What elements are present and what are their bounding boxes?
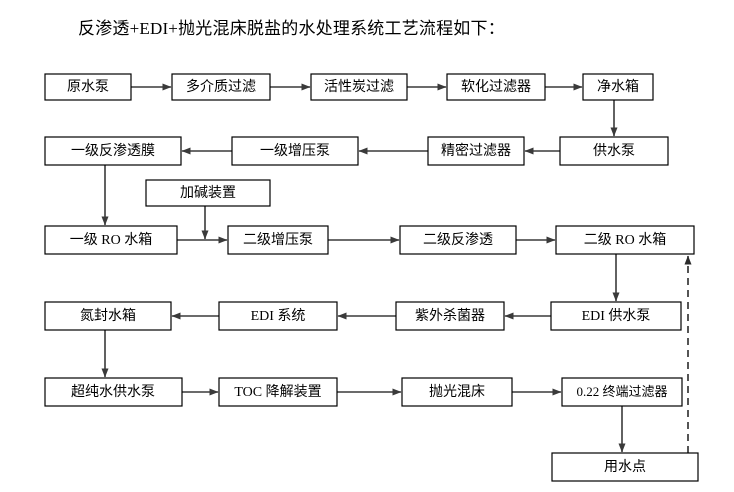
node-alkali-dosing-device[interactable]: 加碱装置	[145, 179, 271, 207]
node-label: 加碱装置	[180, 185, 236, 201]
node-precision-filter[interactable]: 精密过滤器	[427, 136, 525, 166]
node-primary-ro-membrane[interactable]: 一级反渗透膜	[44, 136, 182, 166]
nodes-layer: 原水泵 多介质过滤 活性炭过滤 软化过滤器 净水箱 一级反渗透膜	[44, 73, 699, 482]
node-label: 抛光混床	[429, 384, 485, 400]
node-label: 精密过滤器	[441, 142, 511, 159]
node-label: 用水点	[604, 459, 646, 475]
node-clean-water-tank[interactable]: 净水箱	[582, 73, 654, 101]
node-point-of-use[interactable]: 用水点	[551, 452, 699, 482]
node-secondary-ro-tank[interactable]: 二级 RO 水箱	[555, 225, 695, 255]
node-label: 二级增压泵	[243, 232, 313, 248]
page-title: 反渗透+EDI+抛光混床脱盐的水处理系统工艺流程如下：	[78, 19, 505, 38]
node-secondary-ro[interactable]: 二级反渗透	[399, 225, 517, 255]
node-label: 二级反渗透	[423, 232, 493, 248]
node-secondary-booster-pump[interactable]: 二级增压泵	[227, 225, 329, 255]
node-label: 原水泵	[67, 79, 109, 95]
node-activated-carbon-filter[interactable]: 活性炭过滤	[310, 73, 408, 101]
node-toc-reduction-device[interactable]: TOC 降解装置	[218, 377, 338, 407]
node-label: EDI 系统	[251, 308, 306, 324]
node-label: 多介质过滤	[186, 78, 256, 95]
node-label: TOC 降解装置	[234, 384, 321, 400]
node-primary-ro-tank[interactable]: 一级 RO 水箱	[44, 225, 178, 255]
node-label: 紫外杀菌器	[415, 308, 485, 324]
node-label: 一级增压泵	[260, 143, 330, 159]
node-nitrogen-sealed-tank[interactable]: 氮封水箱	[44, 301, 172, 331]
node-ultrapure-water-pump[interactable]: 超纯水供水泵	[44, 377, 183, 407]
node-label: 超纯水供水泵	[71, 384, 155, 400]
node-feed-water-pump[interactable]: 供水泵	[559, 136, 669, 166]
node-raw-water-pump[interactable]: 原水泵	[44, 73, 132, 101]
node-label: 软化过滤器	[461, 79, 531, 95]
node-edi-system[interactable]: EDI 系统	[218, 301, 338, 331]
node-label: 二级 RO 水箱	[584, 232, 666, 248]
node-label: 氮封水箱	[80, 308, 136, 324]
node-softening-filter[interactable]: 软化过滤器	[446, 73, 546, 101]
node-uv-sterilizer[interactable]: 紫外杀菌器	[395, 301, 505, 331]
node-label: 活性炭过滤	[324, 79, 394, 95]
node-label: 供水泵	[593, 143, 635, 159]
node-label: EDI 供水泵	[582, 308, 651, 324]
node-polishing-mixed-bed[interactable]: 抛光混床	[401, 377, 513, 407]
node-multimedia-filter[interactable]: 多介质过滤	[171, 73, 271, 101]
node-terminal-filter-022[interactable]: 0.22 终端过滤器	[561, 377, 683, 407]
node-label: 一级 RO 水箱	[70, 232, 152, 248]
node-edi-feed-pump[interactable]: EDI 供水泵	[550, 301, 682, 331]
node-label: 一级反渗透膜	[71, 143, 155, 159]
node-label: 0.22 终端过滤器	[576, 384, 667, 399]
edges-layer	[101, 83, 692, 453]
node-primary-booster-pump[interactable]: 一级增压泵	[231, 136, 359, 166]
node-label: 净水箱	[597, 79, 639, 95]
